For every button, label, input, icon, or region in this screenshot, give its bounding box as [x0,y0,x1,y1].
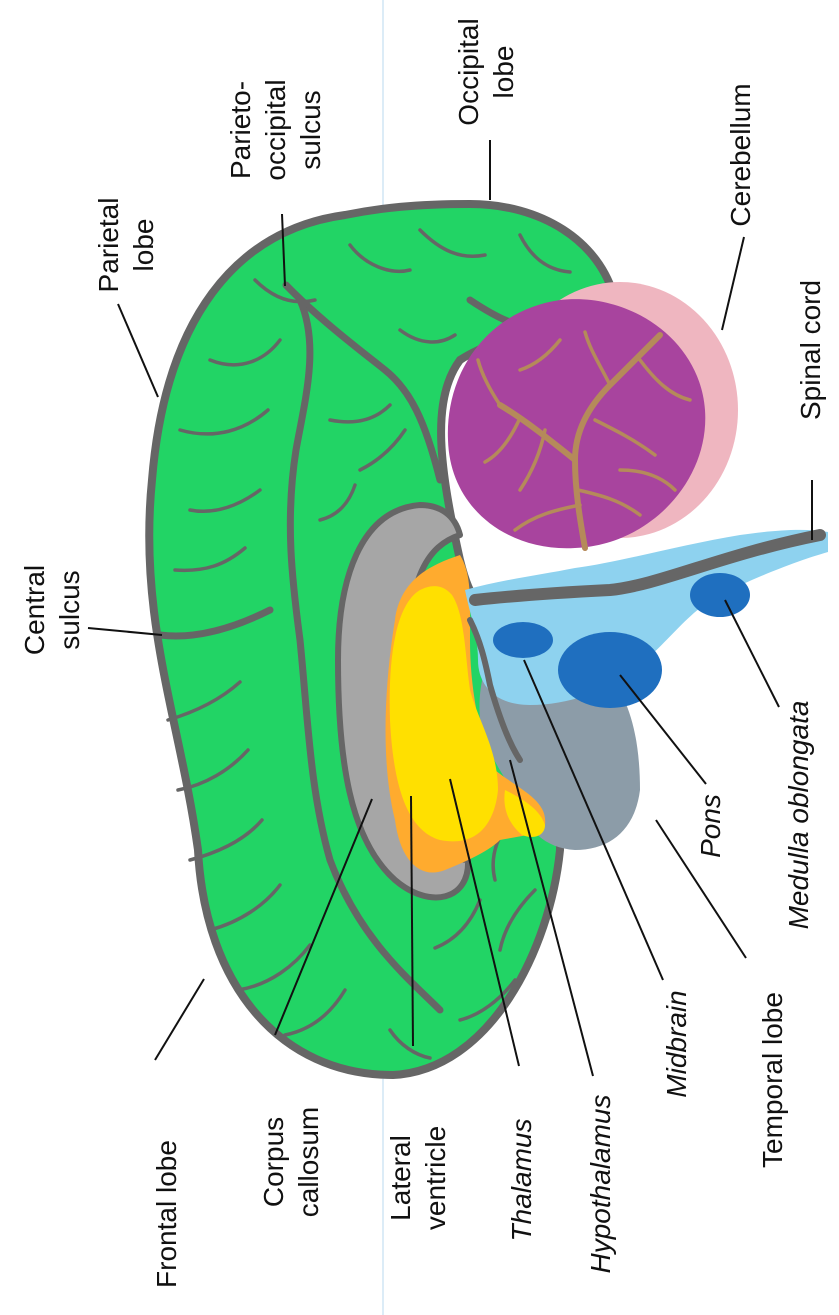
label-lateral-ventricle-line2: ventricle [420,1126,451,1230]
label-parietal-lobe-line1: Parietal [93,198,124,293]
label-lateral-ventricle-line1: Lateral [385,1135,416,1221]
label-parieto-occipital-line3: sulcus [295,90,326,169]
label-central-sulcus-line2: sulcus [54,570,85,649]
label-parietal-lobe-line2: lobe [128,219,159,272]
label-midbrain: Midbrain [661,990,692,1097]
pons-nucleus [558,632,662,708]
label-central-sulcus-line1: Central [19,565,50,655]
label-occipital-lobe-line2: lobe [488,46,519,99]
label-parieto-occipital-line2: occipital [260,79,291,180]
label-medulla-oblongata: Medulla oblongata [783,701,814,930]
label-spinal-cord: Spinal cord [795,280,826,420]
label-corpus-callosum-line2: callosum [293,1107,324,1217]
medulla-nucleus [690,573,750,617]
label-temporal-lobe: Temporal lobe [757,992,788,1168]
midbrain-nucleus [493,622,553,658]
label-corpus-callosum-line1: Corpus [258,1117,289,1207]
label-pons: Pons [695,794,726,858]
label-frontal-lobe: Frontal lobe [151,1140,182,1288]
label-parieto-occipital-line1: Parieto- [225,81,256,179]
label-occipital-lobe-line1: Occipital [453,18,484,125]
label-thalamus: Thalamus [506,1119,537,1242]
label-hypothalamus: Hypothalamus [585,1095,616,1274]
label-cerebellum: Cerebellum [725,83,756,226]
